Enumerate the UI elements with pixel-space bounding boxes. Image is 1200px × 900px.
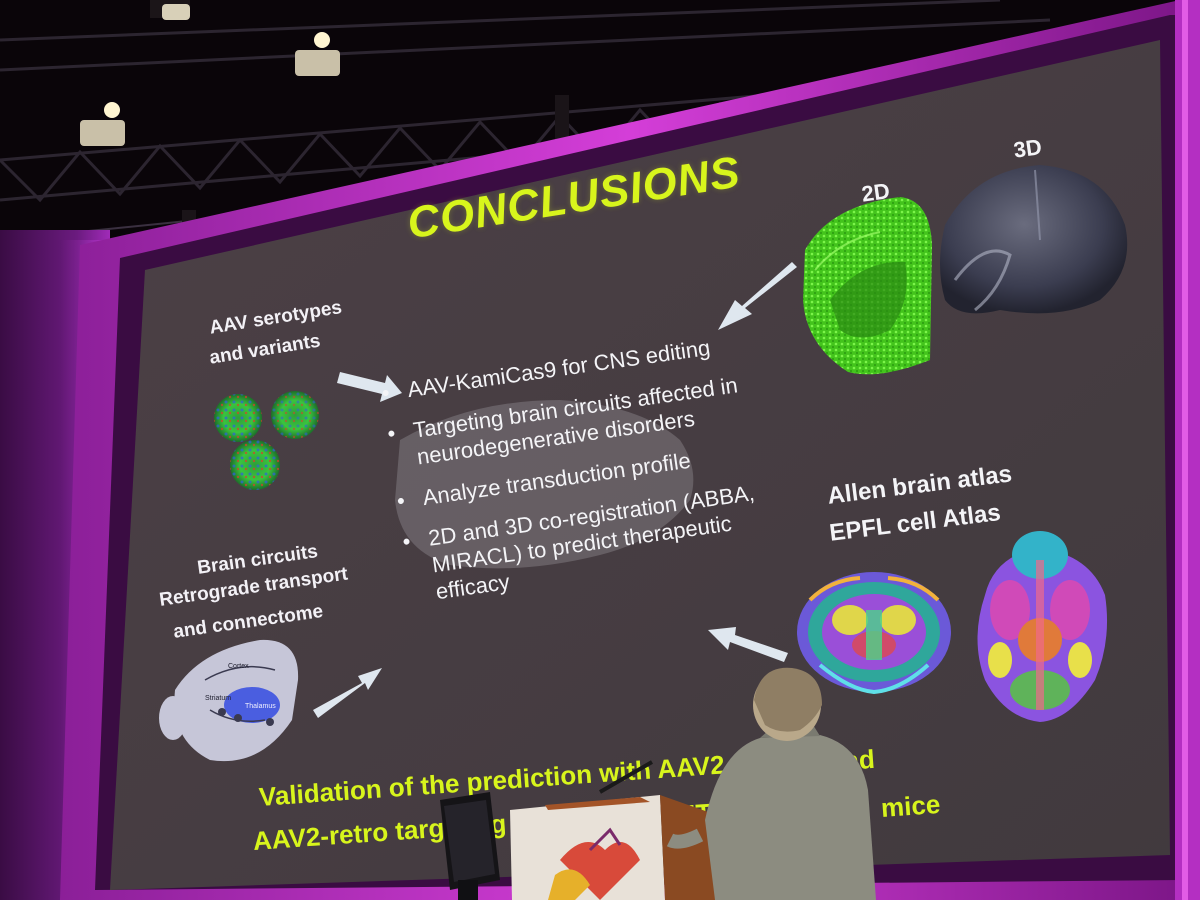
confidence-monitor [440, 792, 500, 900]
stage-light-3 [80, 102, 125, 146]
stage-light-2 [295, 32, 340, 76]
microphone [599, 760, 653, 794]
speaker-person [666, 667, 876, 900]
podium-logo [548, 827, 640, 900]
stage-light-1 [150, 0, 190, 20]
